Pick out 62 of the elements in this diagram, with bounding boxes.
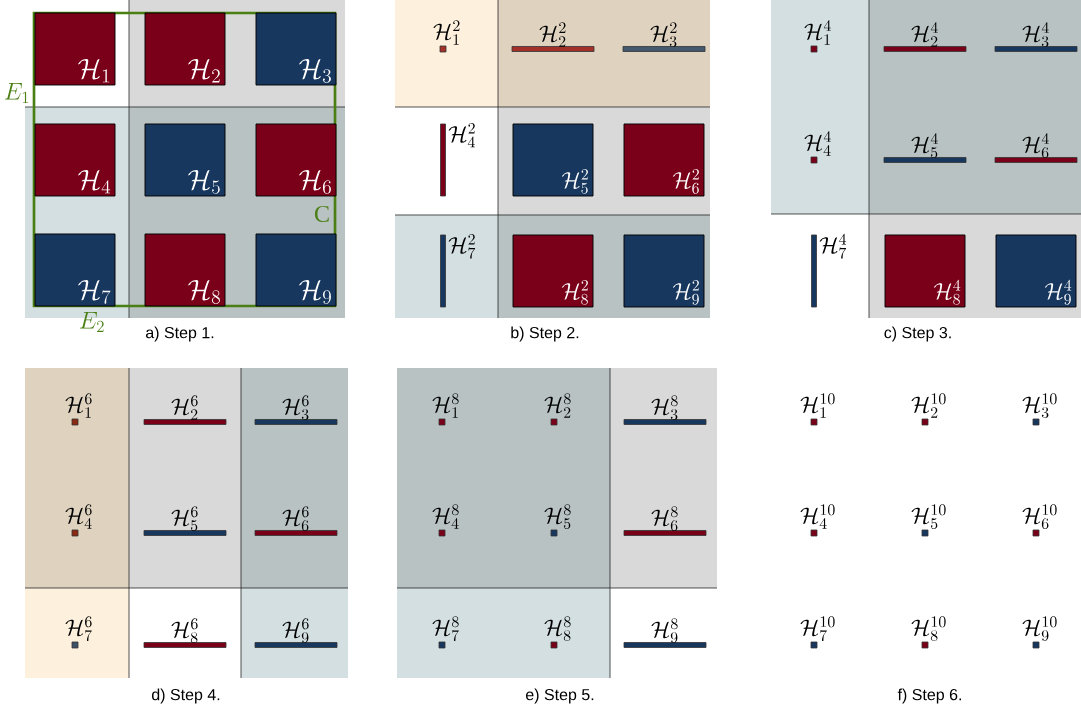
block-label: $\mathcal{H}_8^2$ xyxy=(561,280,588,305)
block-label: $\mathcal{H}_8^6$ xyxy=(171,618,198,644)
block-label: $\mathcal{H}_2^4$ xyxy=(911,22,938,47)
block-label: $\mathcal{H}_2^6$ xyxy=(171,395,198,420)
block-label: $\mathcal{H}_3^8$ xyxy=(651,395,678,421)
block-label: $\mathcal{H}_7$ xyxy=(78,280,111,304)
block-label: $\mathcal{H}_4^{10}$ xyxy=(800,504,835,529)
panel-caption: d) Step 4. xyxy=(152,688,220,704)
block-label: $\mathcal{H}_5^{10}$ xyxy=(911,504,946,530)
panel-caption: a) Step 1. xyxy=(146,326,214,342)
block-label: $\mathcal{H}_1^8$ xyxy=(432,393,459,418)
block-label: $\mathcal{H}_2^2$ xyxy=(539,22,566,47)
block-label: $\mathcal{H}_9^2$ xyxy=(672,280,699,305)
block-label: $\mathcal{H}_4^4$ xyxy=(804,131,831,156)
block-label: $\mathcal{H}_9^6$ xyxy=(282,618,309,644)
block-label: $\mathcal{H}_9^8$ xyxy=(651,618,678,644)
block-label: $\mathcal{H}_8^{10}$ xyxy=(911,616,946,642)
block-label: $\mathcal{H}_4^2$ xyxy=(448,122,475,148)
block-label: $\mathcal{H}_6^6$ xyxy=(282,506,309,532)
block-label: $\mathcal{H}_5^6$ xyxy=(171,506,198,532)
block-label: $\mathcal{H}_2^{10}$ xyxy=(911,393,946,418)
block-label: $\mathcal{H}_7^6$ xyxy=(65,616,92,642)
block-label: $\mathcal{H}_8^4$ xyxy=(933,279,961,305)
block-label: $\mathcal{H}_7^{10}$ xyxy=(800,616,835,642)
panel-caption: b) Step 2. xyxy=(511,326,579,342)
block-label: $\mathcal{H}_6^8$ xyxy=(651,506,678,532)
block-label: $\mathcal{H}_1^6$ xyxy=(65,393,92,418)
block-label: $\mathcal{H}_9^{10}$ xyxy=(1022,616,1057,642)
block-label: $\mathcal{H}_2$ xyxy=(188,59,220,83)
panel-caption: c) Step 3. xyxy=(884,326,951,342)
panel-caption: e) Step 5. xyxy=(526,688,594,704)
contour-label: C xyxy=(315,205,329,223)
block-label: $\mathcal{H}_7^2$ xyxy=(448,233,476,259)
block-label: $\mathcal{H}_5^8$ xyxy=(544,504,571,530)
block-label: $\mathcal{H}_6^{10}$ xyxy=(1022,504,1057,530)
block-label: $\mathcal{H}_3$ xyxy=(299,59,331,83)
block-label: $\mathcal{H}_1^{10}$ xyxy=(800,393,835,418)
edge-set-label: $E_1$ xyxy=(5,83,29,103)
block-label: $\mathcal{H}_1$ xyxy=(78,59,110,83)
block-label: $\mathcal{H}_7^8$ xyxy=(432,616,459,642)
block-label: $\mathcal{H}_2^8$ xyxy=(544,393,571,418)
block-label: $\mathcal{H}_6$ xyxy=(299,170,331,194)
block-label: $\mathcal{H}_9$ xyxy=(299,280,331,304)
block-label: $\mathcal{H}_5^2$ xyxy=(561,169,588,194)
block-label: $\mathcal{H}_8$ xyxy=(188,280,220,304)
block-label: $\mathcal{H}_7^4$ xyxy=(819,233,847,259)
block-label: $\mathcal{H}_3^{10}$ xyxy=(1022,393,1057,419)
block-label: $\mathcal{H}_3^6$ xyxy=(282,395,309,421)
block-label: $\mathcal{H}_6^4$ xyxy=(1022,133,1049,159)
block-label: $\mathcal{H}_4$ xyxy=(78,170,111,194)
block-label: $\mathcal{H}_4^8$ xyxy=(432,504,459,529)
block-label: $\mathcal{H}_3^2$ xyxy=(650,22,677,48)
block-label: $\mathcal{H}_5^4$ xyxy=(911,133,938,159)
block-label: $\mathcal{H}_3^4$ xyxy=(1022,22,1049,48)
block-label: $\mathcal{H}_8^8$ xyxy=(544,616,571,642)
block-label: $\mathcal{H}_1^2$ xyxy=(433,20,460,45)
block-label: $\mathcal{H}_4^6$ xyxy=(65,504,92,529)
panel-caption: f) Step 6. xyxy=(897,688,961,704)
block-label: $\mathcal{H}_6^2$ xyxy=(672,169,699,194)
block-label: $\mathcal{H}_9^4$ xyxy=(1044,279,1072,305)
block-label: $\mathcal{H}_5$ xyxy=(188,170,220,194)
block-label: $\mathcal{H}_1^4$ xyxy=(804,20,831,45)
